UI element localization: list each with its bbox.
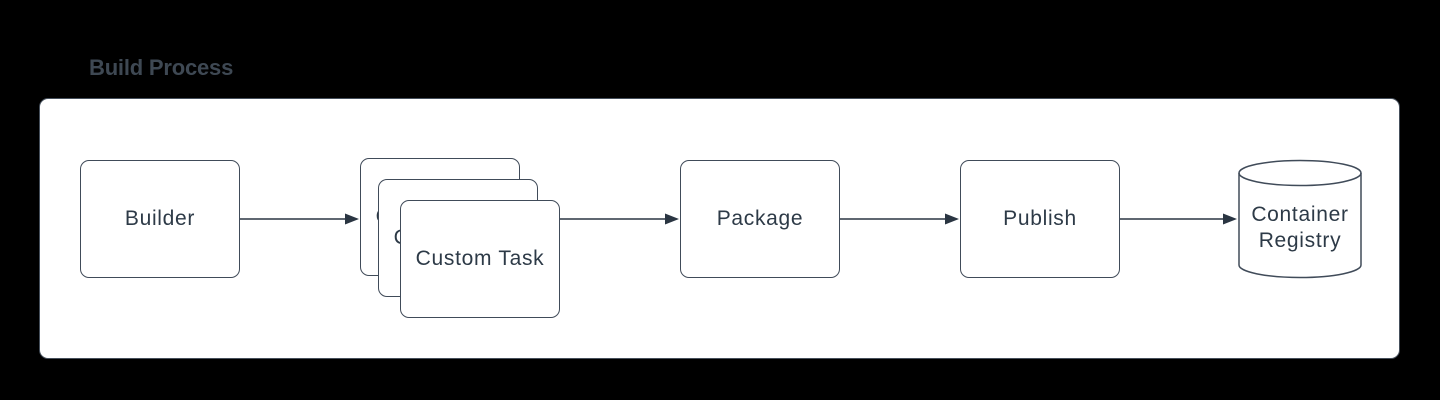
- diagram-title: Build Process: [89, 55, 234, 80]
- cylinder-shape: [1238, 159, 1362, 279]
- node-custom-task[interactable]: Custom Task: [400, 200, 560, 318]
- node-label: Publish: [1003, 207, 1077, 230]
- node-label: Builder: [124, 207, 196, 230]
- node-package[interactable]: Package: [680, 160, 840, 278]
- node-container-registry[interactable]: Container Registry: [1238, 159, 1362, 279]
- node-builder[interactable]: Builder: [80, 160, 240, 278]
- node-label: Custom Task: [415, 247, 545, 270]
- node-label: Package: [716, 207, 804, 230]
- node-publish[interactable]: Publish: [960, 160, 1120, 278]
- node-label: Container Registry: [1251, 203, 1349, 252]
